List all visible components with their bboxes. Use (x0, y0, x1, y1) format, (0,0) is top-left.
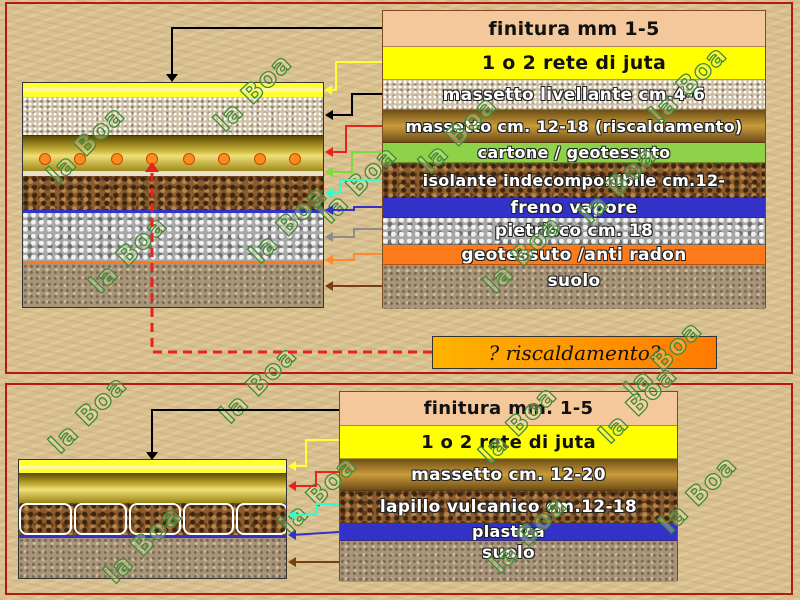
layer-plastic (19, 535, 286, 538)
heating-pipe-dot (254, 153, 266, 165)
layer-soil (19, 538, 286, 578)
lapillo-cell (183, 503, 234, 535)
bottom-cross-section (18, 459, 287, 579)
legend-rete-juta: 1 o 2 rete di juta (383, 47, 765, 80)
bottom-legend: finitura mm. 1-5 1 o 2 rete di juta mass… (339, 391, 678, 582)
legend-freno-vapore: freno vapore (383, 198, 765, 218)
heating-pipe-dot (39, 153, 51, 165)
bottom-panel (5, 383, 793, 595)
legend-massetto-livellante: massetto livellante cm.4-6 (383, 80, 765, 110)
legend-pietrisco: pietrisco cm. 18 (383, 218, 765, 245)
heating-pipe-dot (289, 153, 301, 165)
legend-massetto: massetto cm. 12-20 (340, 459, 677, 491)
legend-suolo: suolo (340, 541, 677, 582)
lapillo-cell (19, 503, 72, 535)
layer-jute (19, 465, 286, 469)
layer-heated-screed (23, 135, 323, 173)
lapillo-cell (129, 503, 181, 535)
lapillo-cell (74, 503, 127, 535)
legend-finitura: finitura mm 1-5 (383, 11, 765, 47)
legend-plastica: plastica (340, 523, 677, 541)
heating-pipe-dot (218, 153, 230, 165)
heating-pipe-dot (183, 153, 195, 165)
top-cross-section (22, 82, 324, 308)
legend-rete-juta: 1 o 2 rete di juta (340, 426, 677, 459)
layer-lapillo (19, 503, 286, 535)
riscaldamento-question-box: ? riscaldamento? (432, 336, 717, 369)
layer-screed (19, 473, 286, 503)
lapillo-cell (236, 503, 286, 535)
legend-suolo: suolo (383, 265, 765, 309)
layer-soil (23, 264, 323, 307)
legend-cartone: cartone / geotessuto (383, 143, 765, 163)
heating-pipe-dot (146, 153, 158, 165)
top-legend: finitura mm 1-5 1 o 2 rete di juta masse… (382, 10, 766, 309)
layer-leveling-screed (23, 97, 323, 135)
heating-pipe-dot (111, 153, 123, 165)
layer-jute (23, 88, 323, 92)
legend-geotessuto-anti-radon: geotessuto /anti radon (383, 245, 765, 265)
legend-isolante: isolante indecomponibile cm.12- (383, 163, 765, 198)
top-panel (5, 2, 793, 374)
legend-massetto-riscaldamento: massetto cm. 12-18 (riscaldamento) (383, 110, 765, 143)
legend-lapillo: lapillo vulcanico cm.12-18 (340, 491, 677, 523)
legend-finitura: finitura mm. 1-5 (340, 392, 677, 426)
heating-pipe-dot (74, 153, 86, 165)
